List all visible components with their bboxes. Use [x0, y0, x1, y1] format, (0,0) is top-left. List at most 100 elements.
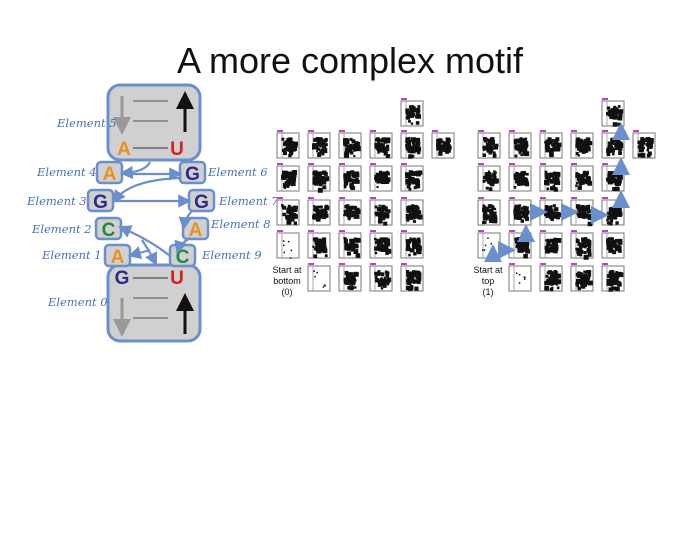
- scatter-point: [281, 204, 284, 207]
- scatter-point: [641, 139, 645, 143]
- scatter-point: [555, 174, 560, 179]
- scatter-point: [375, 212, 379, 217]
- scatter-point: [580, 179, 586, 185]
- scatter-point: [315, 240, 318, 244]
- scatter-point: [492, 151, 496, 155]
- scatter-point: [578, 174, 583, 179]
- scatter-point: [377, 282, 383, 287]
- scatter-point: [608, 245, 613, 250]
- scatter-point: [576, 172, 580, 176]
- scatter-point: [487, 170, 491, 173]
- scatter-point: [380, 181, 384, 184]
- scatter-point: [287, 180, 292, 185]
- scatter-point: [488, 175, 493, 180]
- scatter-point: [553, 279, 556, 282]
- start-label-left: Start at: [272, 265, 302, 275]
- scatter-point: [606, 241, 611, 246]
- scatter-point: [548, 208, 554, 214]
- scatter-point: [343, 213, 346, 217]
- scatter-point: [552, 248, 558, 254]
- scatter-point: [417, 170, 423, 175]
- scatter-point: [353, 216, 356, 220]
- scatter-point: [318, 215, 323, 219]
- scatter-point: [383, 171, 386, 174]
- scatter-point: [374, 251, 378, 255]
- scatter-point: [551, 286, 554, 289]
- scatter-point: [582, 210, 587, 216]
- scatter-point: [288, 214, 293, 218]
- scatter-point: [377, 244, 383, 249]
- scatter-point: [291, 213, 295, 217]
- scatter-point: [438, 143, 441, 146]
- scatter-point: [379, 208, 384, 214]
- scatter-point: [525, 210, 530, 215]
- scatter-point: [290, 217, 295, 222]
- scatter-point: [547, 213, 552, 217]
- scatter-point: [386, 144, 389, 148]
- scatter-point: [312, 245, 315, 248]
- scatter-point: [438, 138, 442, 141]
- scatter-point: [353, 154, 356, 158]
- scatter-point: [612, 286, 617, 291]
- scatter-panel: [632, 130, 656, 159]
- scatter-point: [380, 215, 386, 221]
- scatter-point: [552, 171, 557, 176]
- scatter-point: [285, 139, 291, 145]
- scatter-point: [344, 244, 350, 250]
- scatter-point: [386, 248, 390, 252]
- scatter-point: [346, 213, 350, 218]
- slide-title: A more complex motif: [176, 40, 524, 81]
- scatter-point: [490, 242, 492, 245]
- scatter-point: [293, 205, 298, 210]
- scatter-point: [488, 148, 491, 152]
- scatter-panel: [276, 130, 300, 159]
- scatter-point: [523, 180, 529, 186]
- scatter-point: [409, 146, 413, 149]
- scatter-point: [513, 177, 517, 180]
- scatter-point: [610, 138, 614, 142]
- scatter-point: [522, 206, 526, 211]
- scatter-point: [586, 215, 590, 219]
- scatter-point: [491, 215, 496, 220]
- scatter-point: [417, 272, 422, 277]
- scatter-point: [556, 273, 561, 279]
- scatter-point: [381, 243, 384, 247]
- scatter-panel: [601, 98, 625, 127]
- nucleotide-g: G: [115, 268, 130, 289]
- scatter-point: [292, 148, 296, 152]
- scatter-point: [409, 111, 414, 115]
- scatter-point: [349, 187, 353, 190]
- scatter-point: [385, 170, 389, 174]
- scatter-point: [524, 151, 530, 157]
- scatter-point: [385, 154, 390, 159]
- scatter-point: [314, 180, 317, 183]
- scatter-point: [353, 237, 357, 241]
- scatter-point: [551, 139, 555, 143]
- scatter-point: [316, 176, 322, 182]
- scatter-point: [414, 214, 419, 219]
- scatter-point: [349, 137, 353, 141]
- scatter-point: [494, 143, 499, 148]
- scatter-panel: [508, 263, 532, 292]
- scatter-point: [374, 276, 378, 279]
- scatter-point: [513, 209, 517, 214]
- scatter-point: [346, 275, 352, 280]
- scatter-point: [352, 147, 357, 152]
- scatter-panel: [369, 163, 393, 192]
- scatter-point: [550, 205, 553, 208]
- scatter-point: [286, 179, 290, 184]
- scatter-point: [576, 137, 581, 142]
- scatter-point: [355, 209, 361, 215]
- scatter-point: [618, 249, 622, 253]
- scatter-point: [290, 153, 293, 156]
- scatter-point: [343, 237, 346, 240]
- scatter-point: [317, 171, 322, 177]
- scatter-point: [286, 207, 291, 212]
- scatter-point: [379, 176, 382, 179]
- scatter-panel: [570, 163, 594, 192]
- scatter-point: [578, 246, 583, 250]
- scatter-point: [408, 205, 413, 210]
- scatter-point: [349, 212, 353, 215]
- scatter-point: [615, 181, 620, 187]
- scatter-point: [321, 152, 325, 156]
